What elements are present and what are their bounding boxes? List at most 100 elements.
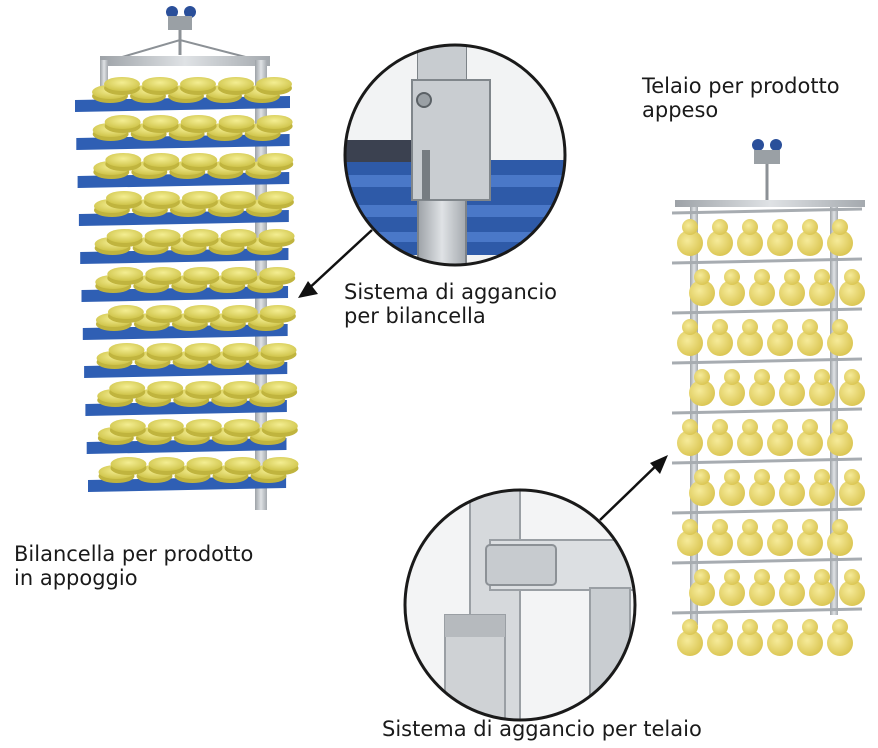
pear-cheese — [707, 219, 733, 256]
pear-body — [779, 580, 805, 606]
cheese-wheel — [223, 381, 260, 395]
pear-cheese — [737, 519, 763, 556]
pear-body — [809, 580, 835, 606]
pear-neck — [784, 469, 800, 485]
pear-cheese — [779, 569, 805, 606]
cheese-wheel — [108, 343, 145, 357]
pear-body — [677, 630, 703, 656]
hanging-rod — [671, 457, 863, 465]
pear-body — [797, 330, 823, 356]
pear-neck — [712, 219, 728, 235]
pear-body — [797, 230, 823, 256]
pear-cheese — [707, 419, 733, 456]
pear-cheese — [797, 519, 823, 556]
tray — [75, 77, 292, 112]
cheese-wheel — [145, 267, 182, 281]
pear-cheese — [689, 469, 715, 506]
cheese-wheel — [143, 153, 180, 167]
pear-neck — [844, 269, 860, 285]
pear-cheese — [719, 469, 745, 506]
cheese-wheel — [142, 115, 179, 129]
frame-hook-arrow — [599, 455, 668, 521]
pear-cheese — [839, 269, 865, 306]
cheese-wheel — [219, 153, 256, 167]
pear-cheese — [779, 369, 805, 406]
rack-hanger — [104, 6, 266, 63]
cheese-wheel — [221, 267, 258, 281]
pear-neck — [802, 519, 818, 535]
cheese-wheel — [259, 267, 296, 281]
pear-cheese — [797, 619, 823, 656]
cheese-wheel — [104, 77, 140, 91]
pear-neck — [694, 469, 710, 485]
pear-cheese — [827, 219, 853, 256]
hanging-rod — [671, 607, 863, 615]
pear-body — [797, 430, 823, 456]
pear-body — [719, 380, 745, 406]
pear-cheese — [809, 269, 835, 306]
pear-body — [839, 280, 865, 306]
cheese-wheel — [185, 381, 222, 395]
cheese-wheel — [262, 457, 299, 471]
pear-neck — [844, 469, 860, 485]
pear-neck — [814, 269, 830, 285]
pear-cheese — [839, 469, 865, 506]
pear-cheese — [827, 519, 853, 556]
pear-body — [719, 480, 745, 506]
pear-body — [767, 430, 793, 456]
pear-neck — [712, 319, 728, 335]
pear-neck — [682, 419, 698, 435]
cheese-wheel — [182, 229, 219, 243]
cheese-wheel — [148, 457, 185, 471]
pear-neck — [724, 469, 740, 485]
pear-body — [707, 630, 733, 656]
bilancella-rack — [75, 6, 299, 510]
pear-neck — [802, 619, 818, 635]
pear-neck — [784, 269, 800, 285]
pear-neck — [832, 319, 848, 335]
pear-body — [677, 530, 703, 556]
pear-neck — [742, 219, 758, 235]
tray — [81, 267, 296, 302]
pear-neck — [724, 569, 740, 585]
pear-neck — [742, 319, 758, 335]
cheese-wheel — [110, 457, 147, 471]
pear-neck — [814, 569, 830, 585]
pear-neck — [784, 569, 800, 585]
pear-cheese — [707, 519, 733, 556]
left-post-stub — [100, 60, 108, 100]
pear-body — [809, 280, 835, 306]
cheese-wheel — [106, 229, 143, 243]
pear-body — [839, 380, 865, 406]
cheese-wheel — [105, 153, 142, 167]
pear-neck — [754, 469, 770, 485]
cheese-wheel — [257, 153, 294, 167]
pear-neck — [802, 219, 818, 235]
tray — [84, 343, 297, 378]
pear-cheese — [677, 219, 703, 256]
pear-body — [767, 530, 793, 556]
pear-neck — [694, 369, 710, 385]
pear-cheese — [737, 419, 763, 456]
pear-neck — [724, 369, 740, 385]
cheese-wheel — [184, 343, 221, 357]
frame-label-line2: appeso — [642, 98, 719, 122]
cheese-wheel — [257, 191, 294, 205]
pear-body — [677, 330, 703, 356]
cheese-wheel — [220, 229, 257, 243]
rack-hook-label-line1: Sistema di aggancio — [344, 280, 558, 304]
hanging-rod — [671, 307, 863, 315]
pear-body — [839, 480, 865, 506]
pear-cheese — [827, 419, 853, 456]
pear-body — [707, 330, 733, 356]
cheese-wheel — [145, 305, 182, 319]
tray — [88, 457, 299, 492]
cheese-wheel — [258, 229, 295, 243]
pear-neck — [754, 369, 770, 385]
pear-body — [749, 480, 775, 506]
pear-cheese — [779, 269, 805, 306]
pear-body — [689, 480, 715, 506]
pear-neck — [832, 219, 848, 235]
pear-cheese — [779, 469, 805, 506]
